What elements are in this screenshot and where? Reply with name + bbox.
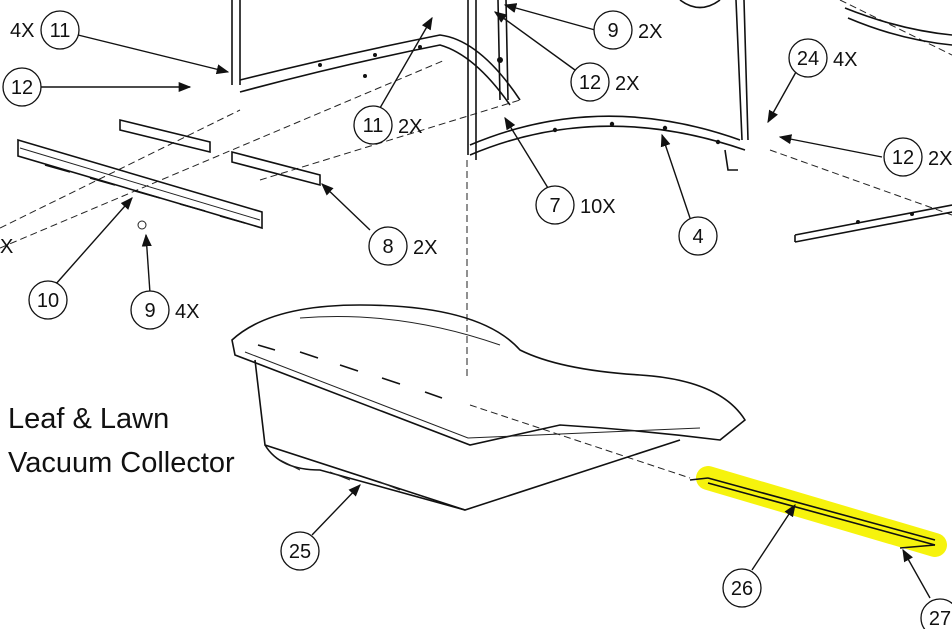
callout-24-4x: 24 4X: [788, 38, 857, 78]
callout-11-2x: 11 2X: [353, 105, 422, 145]
svg-text:25: 25: [289, 541, 311, 563]
upper-frame-part: [231, 0, 952, 243]
svg-text:12: 12: [11, 77, 33, 99]
svg-text:2X: 2X: [413, 237, 437, 259]
callout-11-4x: 11 4X: [10, 10, 80, 50]
svg-text:10: 10: [37, 290, 59, 312]
rail-part-10: [17, 138, 263, 230]
svg-text:9: 9: [607, 20, 618, 42]
svg-text:24: 24: [797, 48, 819, 70]
title-line-2: Vacuum Collector: [8, 447, 235, 479]
callout-9-4x: 9 4X: [130, 290, 199, 330]
svg-text:2X: 2X: [615, 73, 639, 95]
callout-4: 4: [678, 216, 718, 256]
highlight-part-26: [696, 466, 947, 557]
callout-7-10x: 7 10X: [535, 185, 616, 225]
svg-text:2X: 2X: [638, 21, 662, 43]
callout-8-2x: 8 2X: [368, 226, 437, 266]
callout-9-2x: 9 2X: [593, 10, 662, 50]
callout-27: 27: [920, 598, 952, 629]
svg-text:X: X: [0, 236, 13, 258]
leader-lines: [40, 3, 931, 599]
collector-tub-part-25: [231, 304, 747, 511]
callout-12-left: 12: [2, 67, 42, 107]
svg-text:4X: 4X: [833, 49, 857, 71]
callout-26: 26: [722, 568, 762, 608]
svg-text:4: 4: [692, 226, 703, 248]
svg-text:8: 8: [382, 236, 393, 258]
svg-text:11: 11: [50, 20, 71, 42]
svg-text:11: 11: [363, 115, 384, 137]
svg-text:27: 27: [929, 608, 951, 629]
callout-25: 25: [280, 531, 320, 571]
svg-text:2X: 2X: [928, 148, 952, 170]
plates-part-8: [119, 118, 321, 187]
svg-text:12: 12: [579, 72, 601, 94]
svg-text:2X: 2X: [398, 116, 422, 138]
svg-text:12: 12: [892, 147, 914, 169]
rod-part-26: [689, 477, 936, 549]
callout-12-2x-right: 12 2X: [883, 137, 952, 177]
callout-x-left-edge: X: [0, 236, 13, 258]
title-line-1: Leaf & Lawn: [8, 403, 169, 435]
svg-text:4X: 4X: [175, 301, 199, 323]
svg-text:4X: 4X: [10, 20, 34, 42]
svg-text:10X: 10X: [580, 196, 616, 218]
svg-text:26: 26: [731, 578, 753, 600]
svg-text:9: 9: [144, 300, 155, 322]
callout-10: 10: [28, 280, 68, 320]
assembly-lines: [0, 0, 952, 479]
callout-12-2x-top: 12 2X: [570, 62, 639, 102]
svg-text:7: 7: [549, 195, 560, 217]
